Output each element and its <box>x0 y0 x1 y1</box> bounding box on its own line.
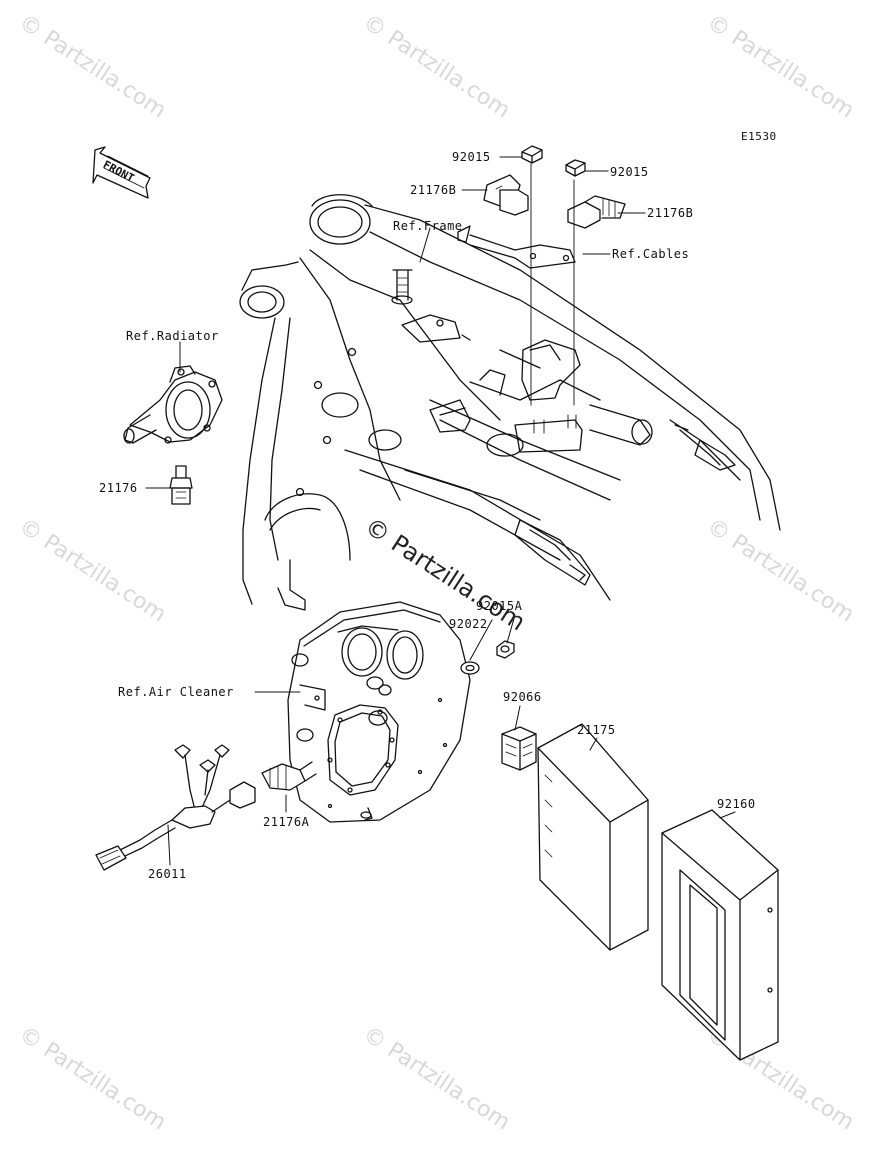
callout-21175[interactable]: 21175 <box>577 723 616 737</box>
callout-92015-right[interactable]: 92015 <box>610 165 649 179</box>
callout-21176b-left[interactable]: 21176B <box>410 183 457 197</box>
washer-92022 <box>460 661 480 675</box>
callout-21176b-right[interactable]: 21176B <box>647 206 694 220</box>
callout-ref-air-cleaner[interactable]: Ref.Air Cleaner <box>118 685 234 699</box>
callout-ref-frame[interactable]: Ref.Frame <box>393 219 463 233</box>
callout-92015a[interactable]: 92015A <box>476 599 523 613</box>
nut-92015-right <box>565 159 586 177</box>
callout-21176[interactable]: 21176 <box>99 481 138 495</box>
callout-92022[interactable]: 92022 <box>449 617 488 631</box>
callout-ref-radiator[interactable]: Ref.Radiator <box>126 329 219 343</box>
callout-92066[interactable]: 92066 <box>503 690 542 704</box>
sensor-21176b-right <box>567 195 626 229</box>
callout-92015-left[interactable]: 92015 <box>452 150 491 164</box>
sensor-21176 <box>169 465 193 505</box>
cover-92160 <box>661 809 779 1061</box>
diagram-code: E1530 <box>741 130 777 143</box>
sensor-21176b-left <box>483 174 529 216</box>
air-cleaner-base <box>287 601 471 823</box>
nut-92015a <box>496 640 515 659</box>
nut-92015-left <box>521 145 543 164</box>
sensor-21176a <box>261 761 317 791</box>
harness-26011 <box>95 744 256 871</box>
ecu-21175 <box>537 723 649 951</box>
callout-21176a[interactable]: 21176A <box>263 815 310 829</box>
radiator-housing <box>123 365 223 444</box>
callout-92160[interactable]: 92160 <box>717 797 756 811</box>
callout-ref-cables[interactable]: Ref.Cables <box>612 247 690 261</box>
callout-26011[interactable]: 26011 <box>148 867 187 881</box>
cable-bracket <box>457 225 576 269</box>
connector-92066 <box>501 726 537 771</box>
frame-drawing <box>239 194 781 611</box>
front-arrow-icon <box>92 146 151 199</box>
